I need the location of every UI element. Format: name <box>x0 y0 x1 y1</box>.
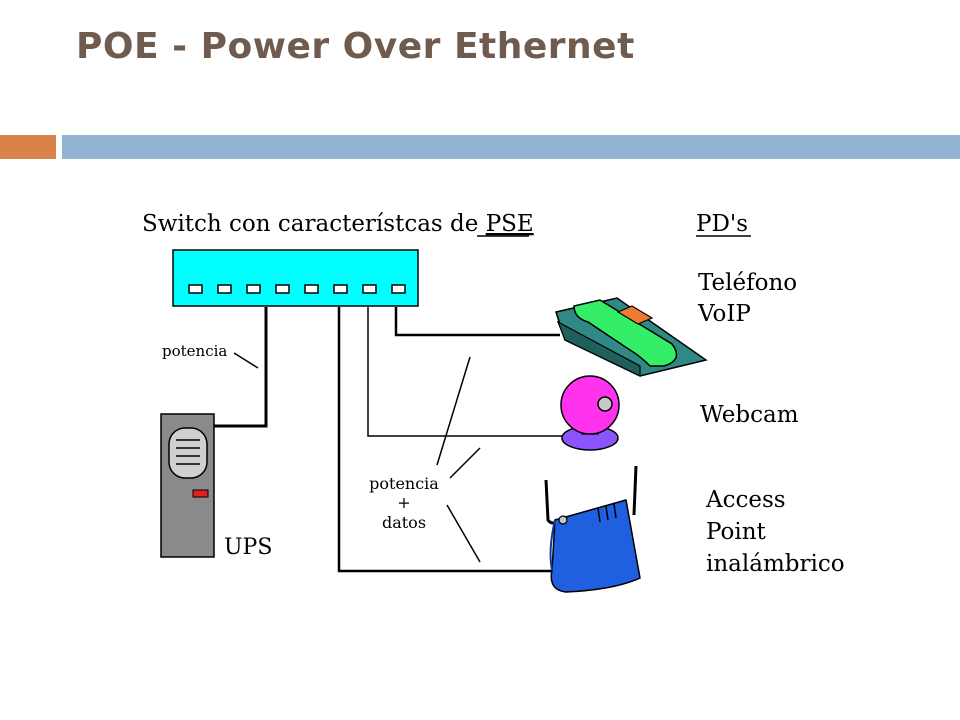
switch-port <box>333 284 348 294</box>
phone-cable <box>394 307 560 337</box>
access-point-label-line2: Point <box>706 519 767 545</box>
voip-phone-icon <box>555 297 708 377</box>
accent-bar-orange <box>0 135 56 159</box>
power-label: potencia <box>162 342 227 360</box>
power-data-line3: datos <box>382 513 426 532</box>
switch-port <box>188 284 203 294</box>
ups-label: UPS <box>224 535 272 560</box>
webcam-cable <box>367 307 562 437</box>
power-data-pointer <box>446 504 481 563</box>
power-data-line2: + <box>397 493 410 512</box>
access-point-cable <box>337 307 553 573</box>
ups-led <box>192 489 209 498</box>
webcam-icon <box>560 375 620 451</box>
power-data-pointer <box>436 356 471 466</box>
phone-label-line1: Teléfono <box>698 270 797 296</box>
switch-port <box>391 284 406 294</box>
switch-port <box>362 284 377 294</box>
access-point-label-line3: inalámbrico <box>706 551 845 577</box>
ups-icon <box>160 413 215 558</box>
webcam-label: Webcam <box>700 402 799 428</box>
switch-port <box>304 284 319 294</box>
pse-label: PSE <box>486 211 534 237</box>
power-cable <box>213 307 268 428</box>
power-data-line1: potencia <box>369 474 439 493</box>
pd-label: PD's <box>696 211 748 237</box>
power-data-pointer <box>449 447 481 479</box>
switch-port <box>246 284 261 294</box>
switch-icon <box>172 249 419 307</box>
power-pointer <box>233 352 259 369</box>
switch-port <box>275 284 290 294</box>
slide-title: POE - Power Over Ethernet <box>76 26 635 67</box>
switch-label: Switch con característcas de PSE <box>142 211 534 237</box>
accent-bar-blue <box>62 135 960 159</box>
access-point-icon <box>544 465 641 593</box>
switch-port <box>217 284 232 294</box>
phone-label-line2: VoIP <box>697 301 751 327</box>
access-point-label-line1: Access <box>705 487 786 513</box>
antenna <box>632 465 638 516</box>
